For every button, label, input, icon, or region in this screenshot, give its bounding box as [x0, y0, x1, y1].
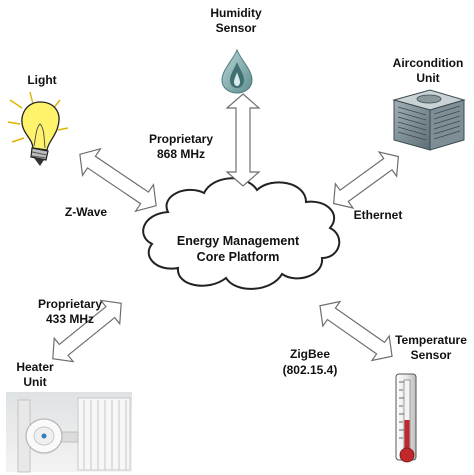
light-bulb-icon [7, 91, 69, 166]
core-title-line1: Energy Management [177, 234, 300, 248]
arrow-temperature-link [319, 300, 393, 362]
air-conditioner-icon [392, 89, 466, 151]
link-label-light: Z-Wave [65, 205, 108, 219]
device-label-heater-line2: Unit [23, 375, 46, 389]
thermometer-icon [395, 373, 417, 463]
device-label-heater-line1: Heater [16, 360, 54, 374]
radiator-icon [6, 392, 132, 473]
core-platform-cloud: Energy Management Core Platform [142, 177, 341, 290]
link-label-humidity-line2: 868 MHz [157, 147, 205, 161]
arrow-aircon-link [332, 151, 400, 209]
link-label-aircon: Ethernet [354, 208, 403, 222]
device-label-humidity-line2: Sensor [216, 21, 257, 35]
link-label-temperature-line2: (802.15.4) [283, 363, 338, 377]
arrow-light-link [79, 147, 157, 213]
arrow-humidity-link [225, 93, 261, 187]
device-label-aircon-line2: Unit [416, 71, 439, 85]
link-label-humidity-line1: Proprietary [149, 132, 213, 146]
link-label-heater-line2: 433 MHz [46, 312, 94, 326]
device-label-light: Light [27, 73, 56, 87]
device-label-temperature-line2: Sensor [411, 348, 452, 362]
device-label-temperature-line1: Temperature [395, 333, 467, 347]
device-label-aircon-line1: Aircondition [393, 56, 464, 70]
link-label-temperature-line1: ZigBee [290, 347, 330, 361]
arrow-heater-link [52, 299, 122, 363]
link-label-heater-line1: Proprietary [38, 297, 102, 311]
water-drop-icon [221, 48, 253, 94]
core-title-line2: Core Platform [197, 250, 280, 264]
device-label-humidity-line1: Humidity [210, 6, 262, 20]
